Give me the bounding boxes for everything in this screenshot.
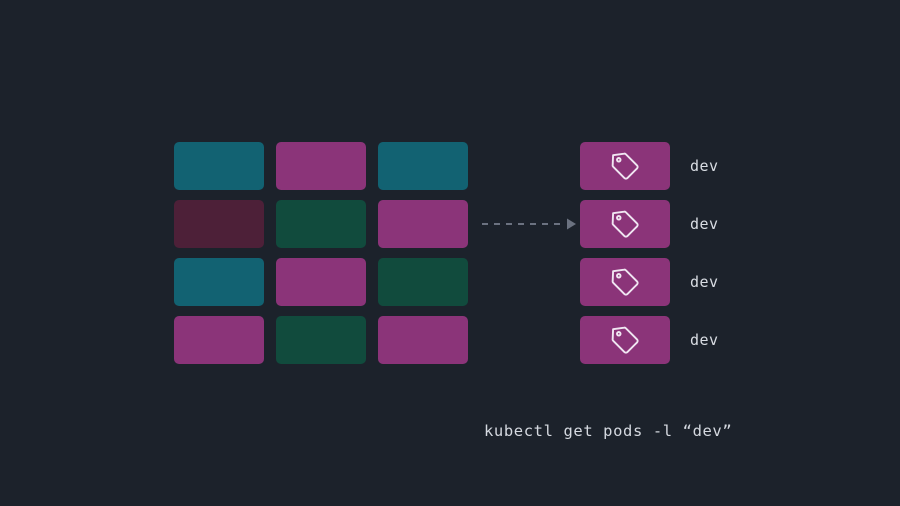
label-row: dev (580, 258, 719, 306)
tag-icon (608, 323, 642, 357)
label-column: dev dev dev dev (580, 142, 719, 364)
tag-icon (608, 265, 642, 299)
label-text: dev (690, 215, 719, 233)
pod-r4c2 (276, 316, 366, 364)
pod-r3c3 (378, 258, 468, 306)
pod-r2c3 (378, 200, 468, 248)
label-row: dev (580, 200, 719, 248)
label-row: dev (580, 142, 719, 190)
tag-icon (608, 149, 642, 183)
command-caption: kubectl get pods -l “dev” (484, 422, 733, 440)
pod-grid (174, 142, 468, 364)
pod-r3c2 (276, 258, 366, 306)
dashed-arrow-right-icon (482, 212, 578, 236)
label-row: dev (580, 316, 719, 364)
pod-r2c2 (276, 200, 366, 248)
tag-chip (580, 142, 670, 190)
pod-r3c1 (174, 258, 264, 306)
pod-r2c1 (174, 200, 264, 248)
tag-chip (580, 200, 670, 248)
tag-chip (580, 316, 670, 364)
label-text: dev (690, 157, 719, 175)
pod-r1c3 (378, 142, 468, 190)
pod-r1c1 (174, 142, 264, 190)
tag-icon (608, 207, 642, 241)
pod-r4c1 (174, 316, 264, 364)
label-text: dev (690, 331, 719, 349)
label-text: dev (690, 273, 719, 291)
pod-r4c3 (378, 316, 468, 364)
tag-chip (580, 258, 670, 306)
pod-r1c2 (276, 142, 366, 190)
